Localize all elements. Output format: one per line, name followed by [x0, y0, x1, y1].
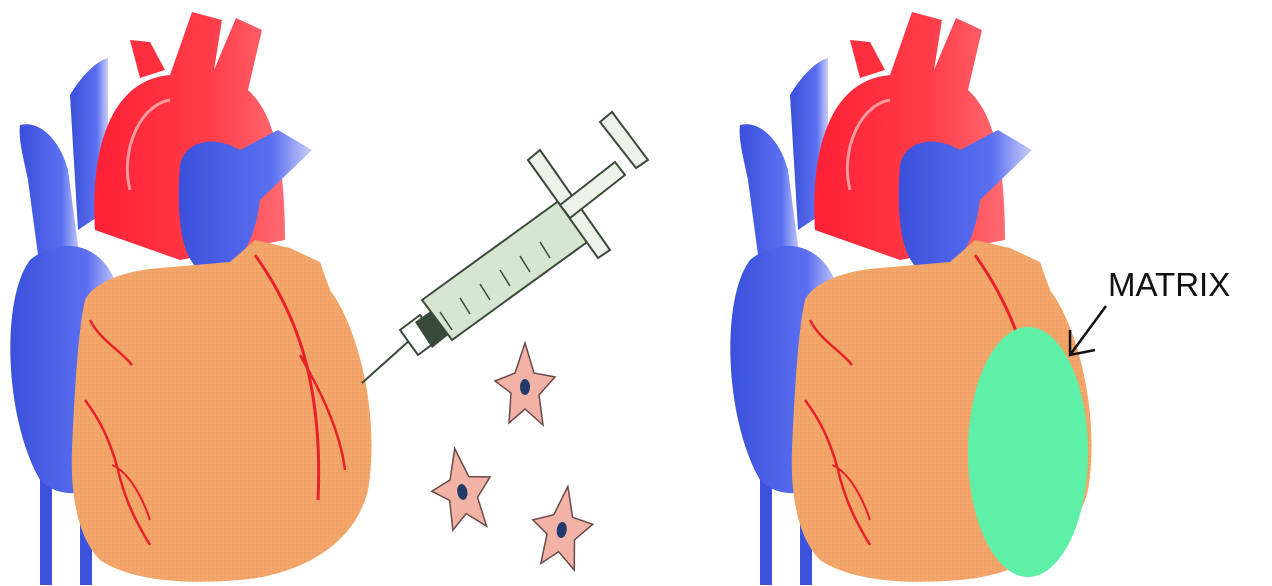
left-heart — [10, 12, 371, 585]
syringe-icon — [362, 112, 648, 383]
matrix-label: MATRIX — [1108, 266, 1230, 303]
matrix-patch — [968, 327, 1088, 577]
cell-icon — [425, 443, 498, 534]
cell-icon — [527, 482, 598, 572]
arrow-icon — [1070, 306, 1106, 355]
cell-icon — [495, 343, 555, 425]
